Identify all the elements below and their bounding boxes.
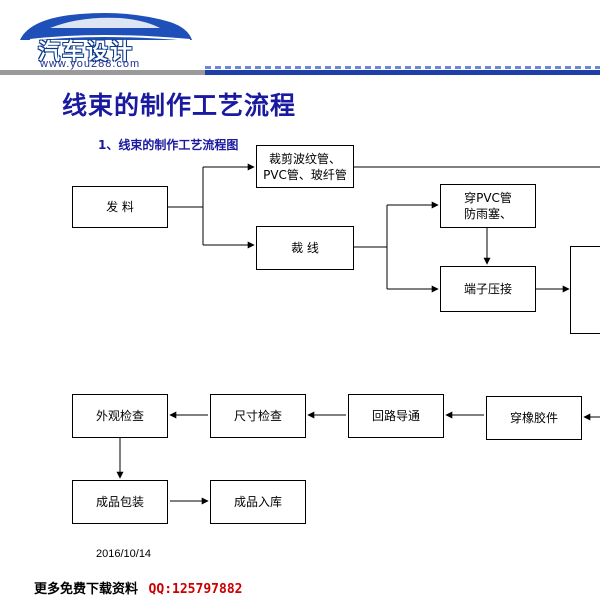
flow-node-faliao-label: 发 料 [106,200,134,214]
footer-promo-text: 更多免费下载资料 [34,582,139,597]
footer-qq: QQ:125797882 [148,582,243,597]
flow-node-duanzi-label: 端子压接 [463,282,512,296]
header-bar-gray [0,70,230,75]
flow-node-huilu: 回路导通 [348,394,444,438]
flow-node-chuanpvc: 穿PVC管 防雨塞、 [440,184,536,228]
page-subtitle: 1、线束的制作工艺流程图 [98,138,239,152]
flow-node-duanzi: 端子压接 [440,266,536,312]
car-logo-icon [20,13,192,41]
flow-node-huilu-label: 回路导通 [371,409,420,423]
flow-node-waiguan-label: 外观检查 [95,409,144,423]
logo-url: www.you288.com [40,58,141,70]
flow-node-ruku: 成品入库 [210,480,306,524]
flow-node-ruku-label: 成品入库 [233,495,282,509]
flow-node-faliao: 发 料 [72,186,168,228]
logo-name: 汽车设计 [38,40,135,65]
flow-node-waiguan: 外观检查 [72,394,168,438]
page-title: 线束的制作工艺流程 [62,91,297,120]
flow-node-caixian-label: 裁 线 [291,241,319,255]
slide-date: 2016/10/14 [96,548,152,560]
flow-node-chicun-label: 尺寸检查 [233,409,282,423]
flow-node-caijian-label: 裁剪波纹管、 PVC管、玻纤管 [263,151,347,182]
flow-node-caixian: 裁 线 [256,226,354,270]
flow-node-chicun: 尺寸检查 [210,394,306,438]
header-bar-blue [205,70,600,75]
flow-node-chuanxiangjiao: 穿橡胶件 [486,396,582,440]
flow-node-baozhuang-label: 成品包装 [95,495,144,509]
footer-promo: 更多免费下载资料 QQ:125797882 [34,578,242,597]
flow-node-baozhuang: 成品包装 [72,480,168,524]
header-stripe [205,66,600,69]
flow-node-chuanpvc-label: 穿PVC管 防雨塞、 [463,191,512,221]
flow-node-caijian: 裁剪波纹管、 PVC管、玻纤管 [256,145,354,188]
flow-node-chuanxiangjiao-label: 穿橡胶件 [509,411,558,425]
flow-node-offscreen [570,246,600,334]
logo: 汽车设计 www.you288.com [10,6,200,70]
